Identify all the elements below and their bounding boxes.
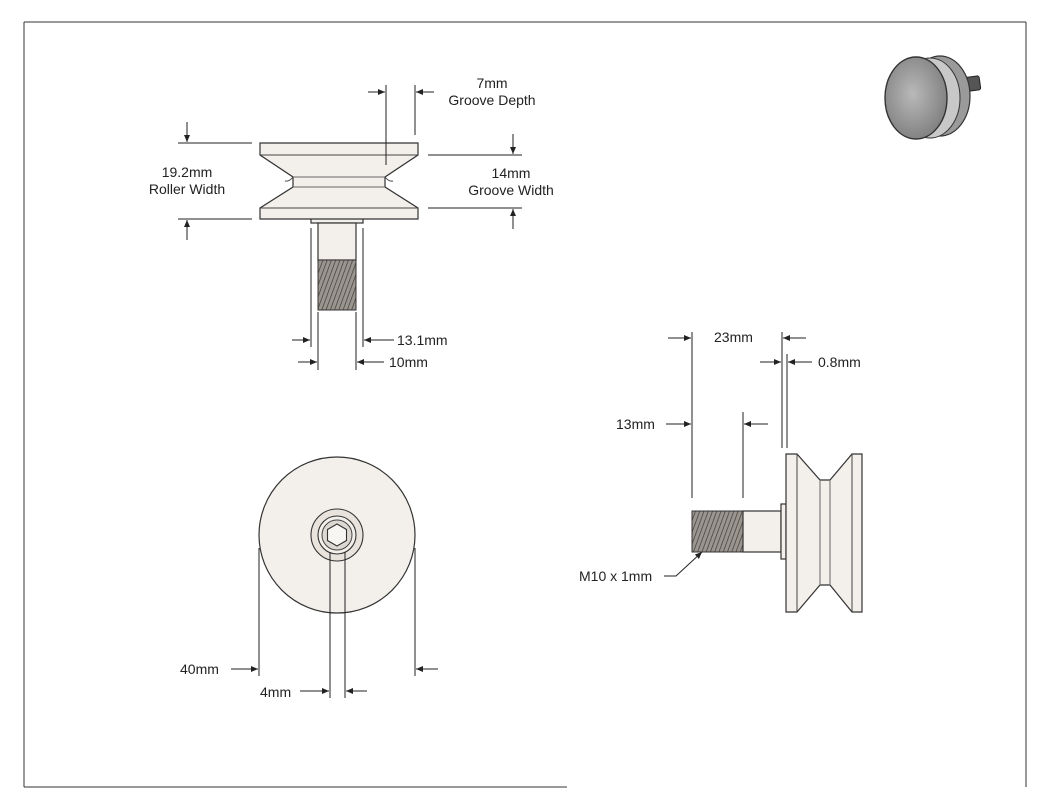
- groove-depth-label: Groove Depth: [448, 92, 535, 108]
- groove-width-value: 14mm: [492, 165, 531, 181]
- overall-length-label: 23mm: [714, 329, 753, 345]
- end-dimensions: [231, 548, 438, 698]
- groove-depth-value: 7mm: [476, 75, 507, 91]
- hex-size-label: 4mm: [260, 684, 291, 700]
- side-view: [691, 453, 863, 613]
- front-dimensions: [178, 85, 522, 370]
- side-thread: [691, 510, 744, 553]
- side-shoulder: [780, 503, 787, 560]
- groove-width-label: Groove Width: [468, 182, 554, 198]
- shoulder-diameter-label: 13.1mm: [397, 332, 448, 348]
- front-shaft: [317, 222, 357, 261]
- shaft-diameter-label: 10mm: [389, 354, 428, 370]
- end-view: [258, 456, 416, 614]
- thread-spec-label: M10 x 1mm: [579, 568, 652, 584]
- side-shaft: [742, 510, 782, 553]
- isometric-view: [884, 55, 982, 140]
- roller-width-label: Roller Width: [149, 181, 225, 197]
- side-dimensions: [664, 332, 812, 577]
- sheet-border: [23, 21, 1027, 788]
- hex-socket: [326, 523, 348, 547]
- front-view: [259, 142, 419, 311]
- outer-diameter-label: 40mm: [180, 661, 219, 677]
- roller-width-value: 19.2mm: [162, 164, 213, 180]
- flange-offset-label: 0.8mm: [818, 354, 861, 370]
- thread-length-label: 13mm: [616, 416, 655, 432]
- front-thread: [317, 259, 357, 311]
